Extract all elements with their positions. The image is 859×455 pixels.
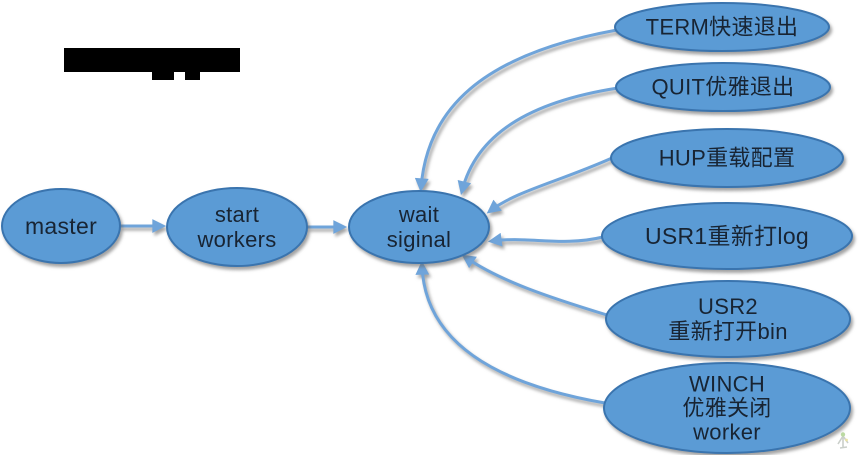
node-hup: HUP重载配置 [610,128,844,188]
edges [119,28,620,405]
redaction-rect [185,71,200,80]
node-master-label: master [25,213,97,239]
node-usr1-shape [601,202,853,270]
watermark-icon [837,432,849,449]
node-term-shape [614,2,830,52]
edge-winch-to-wait-siginal [415,260,607,405]
node-wait-siginal-shape [348,190,490,264]
edge-usr1-to-wait-siginal [487,232,605,247]
node-usr1-label: USR1重新打log [645,223,809,249]
node-master: master [1,188,121,264]
edge-term-to-wait-siginal [414,28,619,193]
node-start-workers-shape [166,187,308,267]
node-quit-shape [615,62,831,112]
node-hup-shape [610,128,844,188]
node-winch-shape [603,362,851,454]
redaction-rect [152,71,174,80]
node-master-shape [1,188,121,264]
redaction-rect [64,48,240,72]
node-usr2-shape [605,280,851,358]
edge-quit-to-wait-siginal [457,86,620,196]
node-quit: QUIT优雅退出 [615,62,831,112]
redacted-title-block [64,48,240,80]
node-term: TERM快速退出 [614,2,830,52]
node-hup-label: HUP重载配置 [659,146,796,171]
edge-usr2-to-wait-siginal [461,254,609,317]
node-quit-label: QUIT优雅退出 [652,75,795,100]
edge-hup-to-wait-siginal [486,156,614,214]
node-usr1: USR1重新打log [601,202,853,270]
node-term-label: TERM快速退出 [646,15,799,40]
